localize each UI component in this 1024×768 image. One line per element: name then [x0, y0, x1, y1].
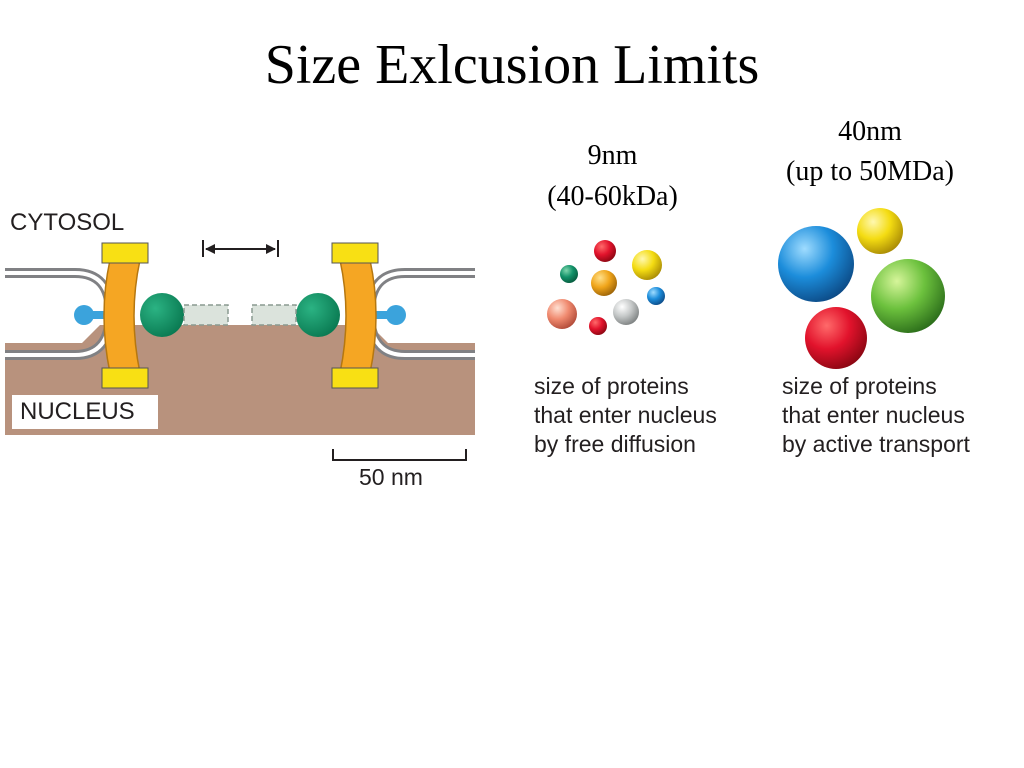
large-protein-red	[805, 307, 867, 369]
passive-caption-line-3: by free diffusion	[534, 431, 696, 457]
pore-cap-bottom-left	[101, 367, 149, 389]
channel-width-arrow	[202, 240, 279, 257]
small-protein-red-top	[594, 240, 616, 262]
cytosol-label: CYTOSOL	[10, 209, 125, 236]
small-protein-gray	[613, 299, 639, 325]
anchor-right	[386, 305, 406, 325]
small-protein-salmon	[547, 299, 577, 329]
active-caption-line-3: by active transport	[782, 431, 970, 457]
large-protein-blue	[778, 226, 854, 302]
nucleus-label-box	[12, 395, 158, 429]
small-protein-teal	[560, 265, 578, 283]
small-protein-blue	[647, 287, 665, 305]
passive-caption: size of proteins that enter nucleus by f…	[534, 372, 717, 459]
nucleus-label: NUCLEUS	[20, 398, 135, 425]
large-protein-yellow	[857, 208, 903, 254]
gate-right	[251, 304, 297, 326]
active-size-label: 40nm	[838, 116, 902, 147]
active-mass-label: (up to 50MDa)	[786, 156, 954, 187]
scale-bar-label: 50 nm	[359, 464, 423, 490]
gate-left	[183, 304, 229, 326]
pore-ring-right	[339, 259, 377, 374]
passive-caption-line-1: size of proteins	[534, 373, 689, 399]
large-protein-green	[871, 259, 945, 333]
scale-bar	[332, 449, 467, 461]
pore-cap-top-right	[331, 242, 379, 264]
slide-title: Size Exlcusion Limits	[264, 34, 760, 96]
active-caption-line-2: that enter nucleus	[782, 402, 965, 428]
channel-protein-left	[140, 293, 184, 337]
channel-protein-right	[296, 293, 340, 337]
active-caption: size of proteins that enter nucleus by a…	[782, 372, 970, 459]
active-caption-line-1: size of proteins	[782, 373, 937, 399]
small-protein-red-bottom	[589, 317, 607, 335]
small-protein-yellow	[632, 250, 662, 280]
pore-ring-left	[103, 259, 141, 374]
passive-size-label: 9nm	[587, 140, 638, 171]
protein-spheres	[547, 208, 945, 369]
anchor-left	[74, 305, 94, 325]
pore-cap-top-left	[101, 242, 149, 264]
passive-mass-label: (40-60kDa)	[547, 181, 678, 212]
pore-cap-bottom-right	[331, 367, 379, 389]
passive-caption-line-2: that enter nucleus	[534, 402, 717, 428]
nuclear-pore-diagram	[5, 240, 475, 461]
small-protein-orange	[591, 270, 617, 296]
